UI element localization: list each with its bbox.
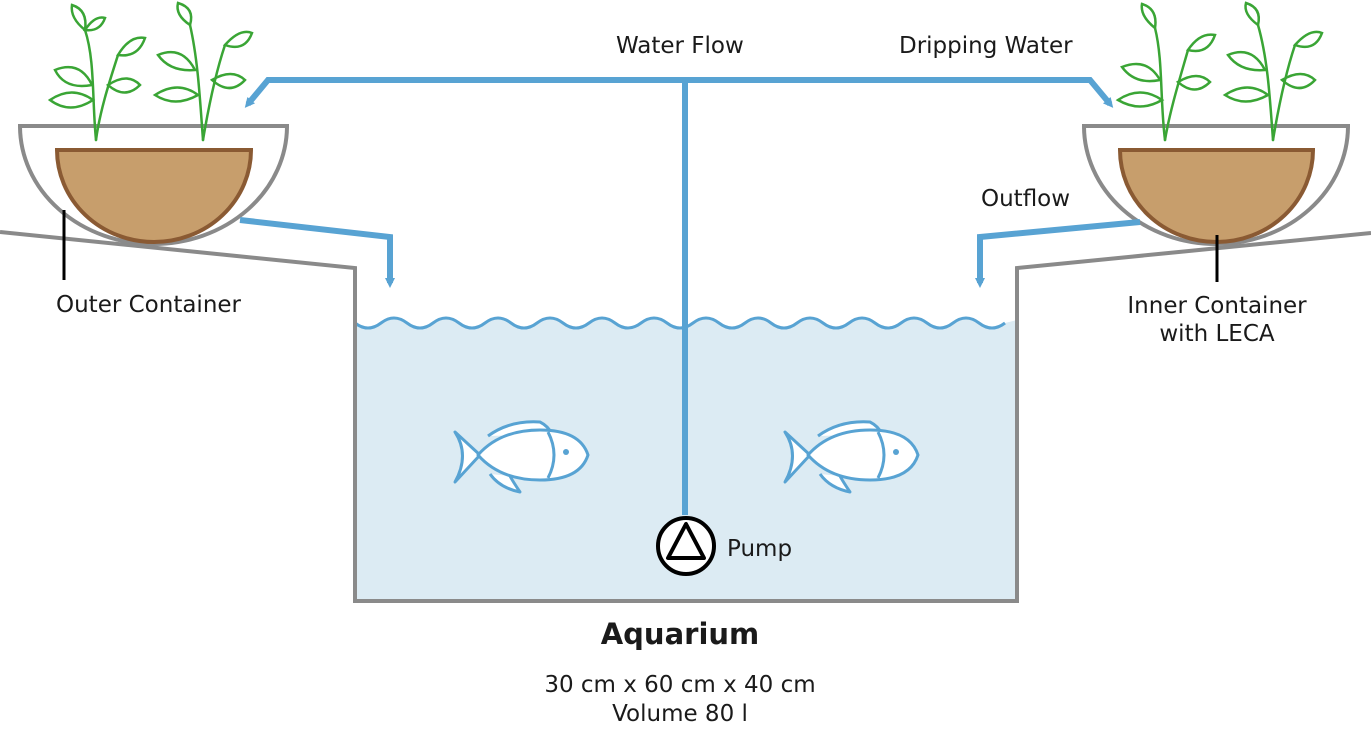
dripping-water-label: Dripping Water <box>899 33 1073 59</box>
inner-container-label: Inner Container with LECA <box>1108 293 1326 348</box>
inner-container-label-line2: with LECA <box>1159 320 1275 347</box>
outflow-pipe-right <box>975 219 1141 288</box>
pump-label: Pump <box>727 536 793 562</box>
aquarium-dimensions: 30 cm x 60 cm x 40 cm <box>544 672 816 698</box>
pump-icon <box>656 516 716 576</box>
outflow-label: Outflow <box>981 186 1071 212</box>
left-plants <box>47 1 254 142</box>
right-plants <box>1115 1 1324 142</box>
water-surface-waves <box>354 316 1006 330</box>
aquarium-title: Aquarium <box>600 617 760 651</box>
outer-container-label: Outer Container <box>56 292 242 318</box>
inner-container-label-line1: Inner Container <box>1127 293 1307 319</box>
fish-right <box>783 420 920 494</box>
fish-left <box>453 420 590 494</box>
supply-pipe-left <box>244 77 685 108</box>
water-flow-label: Water Flow <box>616 33 744 59</box>
ground-and-tank-outline <box>0 230 1371 603</box>
water-flow-pipes <box>239 77 1141 515</box>
left-inner-container <box>54 148 254 244</box>
outflow-pipe-left <box>239 217 395 288</box>
aquarium-volume: Volume 80 l <box>612 701 748 727</box>
supply-pipe-right <box>685 77 1114 108</box>
right-inner-container <box>1117 148 1316 244</box>
